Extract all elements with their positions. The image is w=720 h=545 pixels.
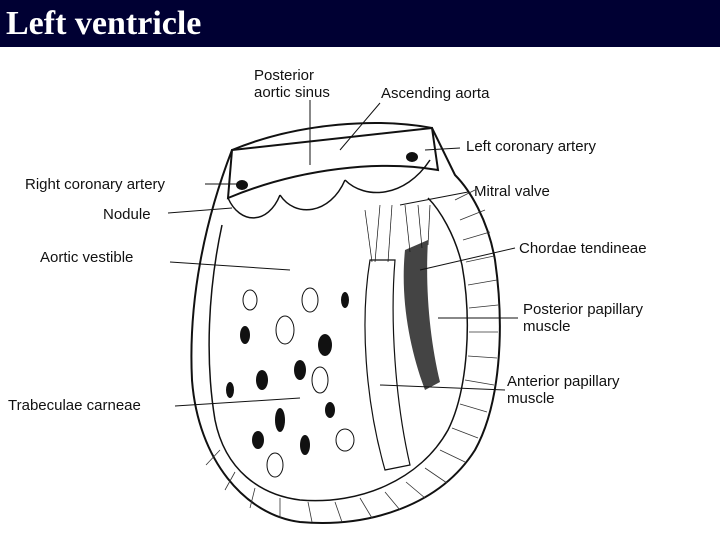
slide-title: Left ventricle	[6, 5, 202, 42]
label-mitral-valve: Mitral valve	[474, 183, 550, 200]
label-anterior-papillary-muscle-line1: Anterior papillary	[507, 373, 620, 390]
wall-hatching	[205, 189, 499, 523]
label-right-coronary-artery: Right coronary artery	[25, 176, 166, 193]
label-posterior-aortic-sinus-line2: aortic sinus	[254, 84, 330, 101]
posterior-papillary-muscle-shape	[403, 240, 440, 390]
aortic-rim	[226, 122, 440, 200]
heart-illustration: Posterior aortic sinus Ascending aorta L…	[0, 47, 720, 540]
leader-lines	[167, 100, 518, 407]
inner-wall	[208, 197, 469, 502]
label-aortic-vestible: Aortic vestible	[40, 249, 134, 266]
label-left-coronary-artery: Left coronary artery	[466, 138, 597, 155]
label-trabeculae-carneae: Trabeculae carneae	[8, 397, 141, 414]
left-ventricle-drawing	[167, 100, 518, 524]
label-anterior-papillary-muscle: Anterior papillary muscle	[507, 373, 620, 407]
trabeculae-pattern	[226, 292, 349, 455]
label-posterior-papillary-muscle: Posterior papillary muscle	[523, 301, 643, 335]
label-nodule: Nodule	[103, 206, 151, 223]
aortic-cusps	[227, 159, 431, 219]
label-chordae-tendineae: Chordae tendineae	[519, 240, 647, 257]
right-coronary-ostium	[236, 180, 248, 190]
trabeculae-outlines	[242, 287, 355, 478]
label-posterior-papillary-muscle-line2: muscle	[523, 318, 571, 335]
label-posterior-aortic-sinus-line1: Posterior	[254, 67, 315, 84]
label-posterior-aortic-sinus: Posterior aortic sinus	[254, 67, 330, 101]
anterior-papillary-muscle-shape	[364, 259, 411, 471]
label-anterior-papillary-muscle-line2: muscle	[507, 390, 555, 407]
title-bar: Left ventricle	[0, 0, 720, 47]
left-coronary-ostium	[406, 152, 418, 162]
label-ascending-aorta: Ascending aorta	[381, 85, 490, 102]
outer-wall	[190, 126, 501, 524]
label-posterior-papillary-muscle-line1: Posterior papillary	[523, 301, 644, 318]
chordae-lines	[364, 204, 431, 263]
